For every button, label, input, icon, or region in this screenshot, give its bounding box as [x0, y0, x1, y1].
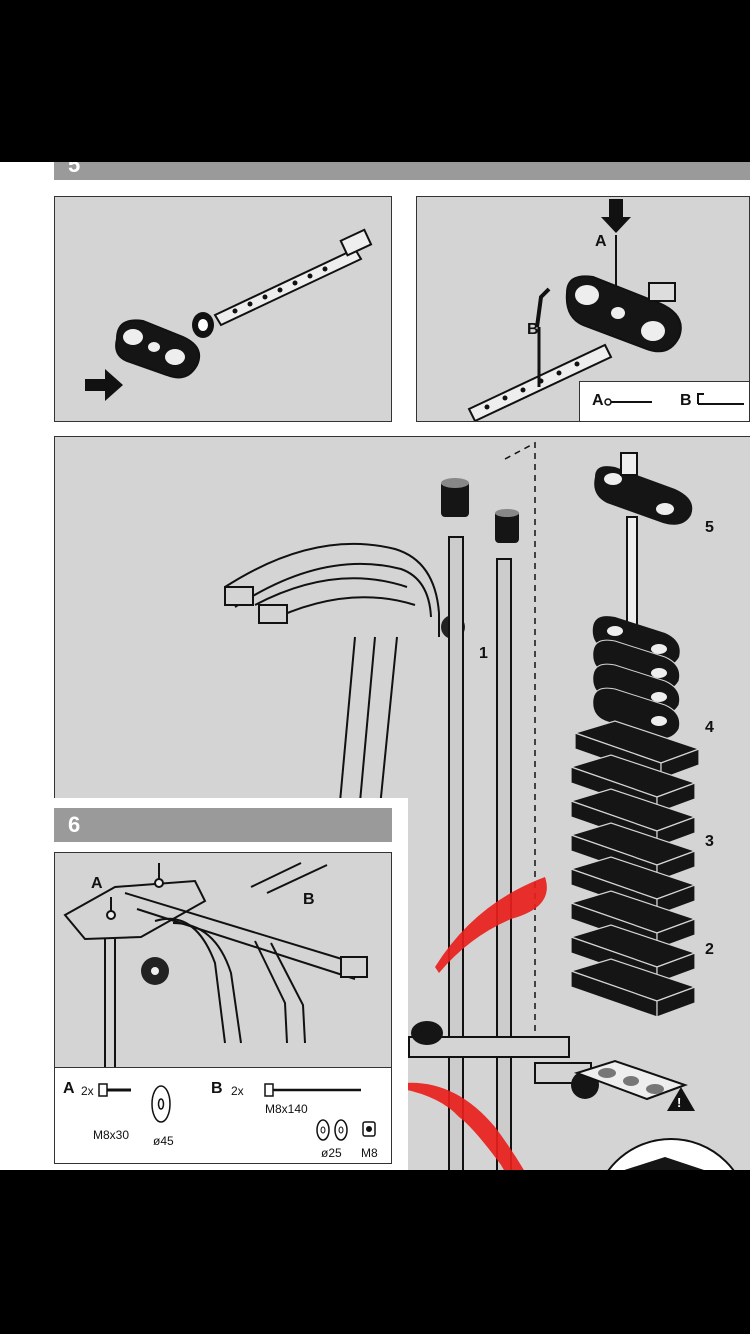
- markup-stroke-lower: [403, 1082, 524, 1170]
- parts-list: A 2x: [55, 1067, 391, 1163]
- parts-b-letter: B: [211, 1080, 223, 1097]
- warning-mark: !: [677, 1095, 682, 1110]
- parts-b-bolt: M8x140: [265, 1102, 308, 1116]
- mount-bolts: [106, 862, 328, 920]
- washer-45-icon: [151, 1085, 171, 1123]
- parts-b-nut: M8: [361, 1146, 378, 1160]
- arm-assembly: [124, 892, 356, 1044]
- parts-drawing: [98, 1083, 376, 1141]
- mount-label-a: A: [91, 875, 103, 892]
- selector-rod: [213, 228, 373, 327]
- pin-label-b: B: [527, 321, 539, 338]
- parts-a-letter: A: [63, 1080, 75, 1097]
- manual-page: 5: [0, 162, 750, 1170]
- arm-end: [340, 956, 368, 978]
- step6-section: 6: [54, 798, 408, 1170]
- callout-2: 2: [705, 941, 714, 958]
- legend-pins: [604, 393, 744, 406]
- step5-header: 5: [54, 162, 750, 180]
- markup-stroke-upper: [435, 877, 547, 973]
- parts-a-bolt: M8x30: [93, 1128, 130, 1142]
- callout-4: 4: [705, 719, 714, 736]
- top-frame-plate: [63, 879, 207, 1069]
- callout-5: 5: [705, 519, 714, 536]
- warning-icon: [667, 1087, 695, 1111]
- parts-b-qty: 2x: [231, 1084, 244, 1098]
- step5-number: 5: [68, 162, 81, 177]
- arm-end-right: [258, 604, 288, 624]
- panel-pin-insert: A B A B: [416, 196, 750, 422]
- guide-rods: [448, 536, 512, 1170]
- callout-3: 3: [705, 833, 714, 850]
- top-block: [115, 319, 201, 379]
- parts-b-washer: ø25: [321, 1146, 342, 1160]
- parts-a-washer: ø45: [153, 1134, 174, 1148]
- pin-label-a: A: [595, 233, 607, 250]
- weight-stack-drawing: [224, 441, 735, 1170]
- nut-m8-icon: [362, 1121, 376, 1137]
- pulley-block-drawing: [85, 228, 373, 401]
- pin-b: [535, 287, 551, 387]
- step6-header: 6: [54, 808, 392, 842]
- legend-a-letter: A: [592, 392, 604, 409]
- pin-insert-drawing: [467, 199, 682, 421]
- upper-plates: [592, 616, 681, 740]
- pin-legend: A B: [579, 381, 749, 421]
- panel-arm-mount: A B A 2x: [54, 852, 392, 1164]
- washer-25-icon: [316, 1119, 348, 1141]
- panel-pulley-block: [54, 196, 392, 422]
- top-block-b: [565, 275, 682, 353]
- arm-mount-drawing: [63, 862, 368, 1069]
- arm-end-left: [224, 586, 254, 606]
- weight-plates: [569, 720, 701, 1018]
- down-arrow-icon: [601, 199, 631, 233]
- bolt-m8x140-icon: [264, 1083, 361, 1097]
- callout-1: 1: [479, 645, 488, 662]
- legend-b-letter: B: [680, 392, 692, 409]
- base-plate: [573, 1059, 688, 1101]
- parts-a-qty: 2x: [81, 1084, 94, 1098]
- step6-number: 6: [68, 812, 81, 837]
- rubber-bumpers: [441, 478, 519, 543]
- insert-arrow-icon: [85, 369, 123, 401]
- stack-top-block: [594, 452, 693, 658]
- detail-magnifier: [607, 1138, 735, 1170]
- bolt-m8x30-icon: [98, 1083, 131, 1097]
- mount-label-b: B: [303, 891, 315, 908]
